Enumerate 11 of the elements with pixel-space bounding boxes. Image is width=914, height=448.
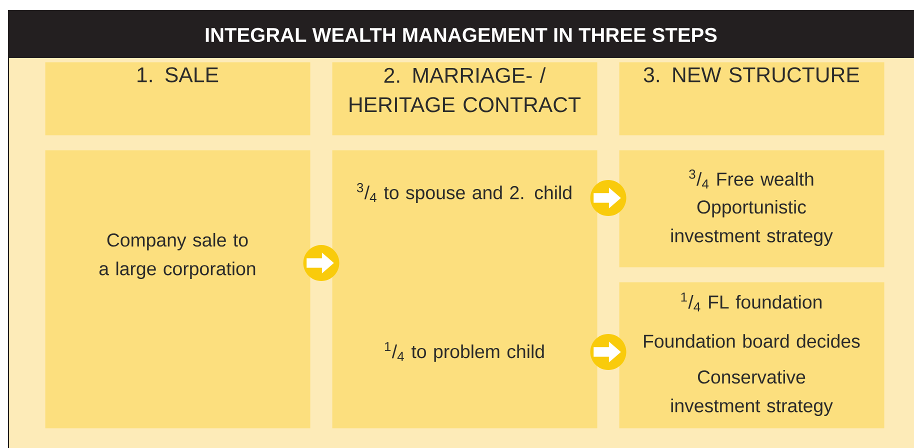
arrow-circle — [303, 245, 340, 281]
content-box: Company sale to a large corporation — [45, 150, 310, 428]
arrow-circle — [590, 180, 626, 216]
content-box: $^{3}$/$_{4}$ to spouse and 2. child $^{1}$/$_{4}$ to problem child — [332, 150, 598, 428]
step-header-box: 1. SALE — [45, 62, 310, 136]
content-box: $^{1}$/$_{4}$ FL foundation Foundation board decides Conservative investment strategy — [619, 282, 884, 428]
arrow-circle — [590, 334, 626, 370]
title-bar: INTEGRAL WEALTH MANAGEMENT IN THREE STEPS — [8, 10, 914, 58]
content-box: $^{3}$/$_{4}$ Free wealth Opportunistic investment strategy — [619, 150, 884, 268]
step-header-box: 2. MARRIAGE- / HERITAGE CONTRACT — [332, 62, 598, 136]
step-header-box: 3. NEW STRUCTURE — [619, 62, 884, 136]
